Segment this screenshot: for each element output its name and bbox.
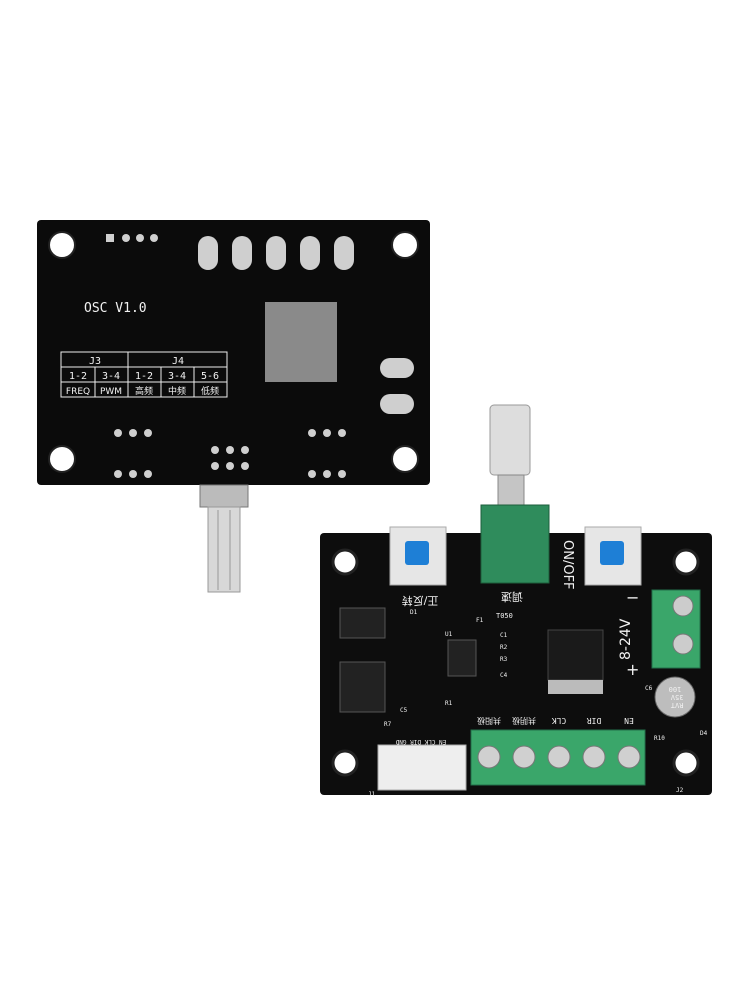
capacitor-text: 35V (670, 693, 683, 701)
component-label: R3 (500, 656, 508, 663)
fuse-label: T050 (496, 612, 513, 620)
power-switch[interactable] (584, 526, 642, 586)
power-terminal (651, 589, 701, 669)
table-pin: 5-6 (201, 371, 219, 382)
component-label: J2 (676, 787, 684, 794)
table-function: 高频 (135, 385, 153, 397)
capacitor-text: RVT (670, 701, 683, 709)
component-label: C5 (400, 707, 408, 714)
mounting-hole (48, 231, 419, 473)
solder-pads (106, 234, 414, 478)
table-function: 低频 (201, 385, 219, 397)
driver-ic (447, 639, 477, 677)
back-board: OSC V1.0 J3 J4 1-2 3-4 1-2 3-4 5-6 FREQ … (37, 220, 430, 593)
component-label: R7 (384, 721, 392, 728)
table-group: J3 (89, 356, 101, 367)
component-label: R10 (654, 735, 665, 742)
component-label: R2 (500, 644, 508, 651)
signal-terminal-block (470, 729, 646, 786)
potentiometer-shaft (199, 484, 249, 593)
capacitor-text: 100 (669, 685, 682, 693)
signal-connector: EN CLK DIR GND (377, 738, 467, 791)
table-function: PWM (100, 387, 122, 397)
minus-sign: − (626, 588, 639, 607)
thermal-pad (265, 302, 337, 382)
button-cap[interactable] (600, 541, 624, 565)
capacitor: RVT 35V 100 (654, 676, 696, 718)
table-function: FREQ (66, 387, 90, 397)
terminal-label: CLK (552, 716, 567, 725)
mounting-hole (331, 548, 700, 777)
terminal-label: 共阳极 (477, 716, 501, 726)
direction-switch[interactable] (389, 526, 447, 586)
table-pin: 1-2 (135, 371, 153, 382)
model-label: OSC V1.0 (84, 301, 147, 316)
terminal-label: DIR (587, 716, 602, 725)
power-switch-label: ON/OFF (560, 540, 575, 590)
regulator (547, 629, 604, 694)
button-cap[interactable] (405, 541, 429, 565)
table-function: 中频 (168, 385, 186, 397)
table-group: J4 (172, 356, 184, 367)
plus-sign: + (626, 660, 639, 679)
jumper-table (60, 351, 228, 398)
component-label: U1 (445, 631, 453, 638)
connector-label: EN CLK DIR GND (395, 738, 446, 745)
speed-label: 调速 (501, 590, 523, 603)
table-pin: 1-2 (69, 371, 87, 382)
potentiometer (480, 404, 550, 584)
direction-label: 正/反转 (402, 594, 439, 608)
front-board: ON/OFF 正/反转 调速 T050 8-24V − + RVT 35V 10… (320, 404, 712, 798)
component-label: C4 (500, 672, 508, 679)
component-label: R1 (445, 700, 453, 707)
component-label: C6 (645, 685, 653, 692)
terminal-label: 共阴极 (512, 716, 536, 726)
component-label: F1 (476, 617, 484, 624)
table-pin: 3-4 (168, 371, 186, 382)
component-label: C1 (500, 632, 508, 639)
jumper-headers (339, 607, 386, 713)
table-pin: 3-4 (102, 371, 120, 382)
svg-text:RVT 35V 100: RVT 35V 100 (667, 685, 684, 709)
component-label: D1 (410, 609, 418, 616)
voltage-label: 8-24V (618, 618, 634, 660)
terminal-label: EN (624, 716, 634, 725)
component-label: D4 (700, 730, 708, 737)
component-label: J1 (368, 791, 376, 798)
